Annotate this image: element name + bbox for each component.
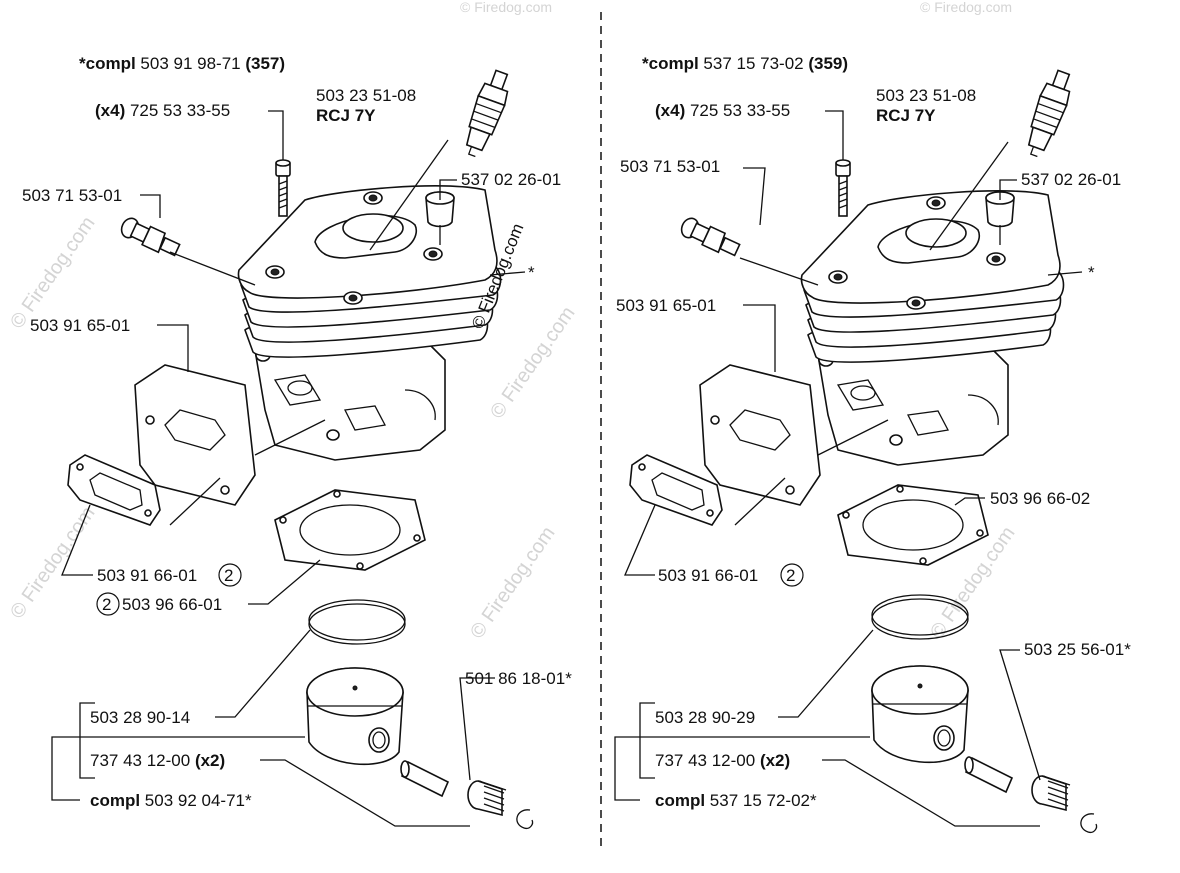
right-leader-piston (778, 629, 874, 718)
right-piston-label: 503 28 90-29 (655, 708, 755, 727)
left-plug-type: RCJ 7Y (316, 106, 376, 125)
left-leader-base-gasket (248, 559, 321, 605)
left-leader-valve-2 (169, 251, 256, 286)
left-bracket-outer (51, 736, 80, 801)
left-circle-badge (218, 563, 242, 587)
right-bracket-inner (639, 702, 655, 779)
right-leader-cap (999, 179, 1017, 200)
right-leader-valve-2 (739, 257, 819, 286)
left-valve-label: 503 71 53-01 (22, 186, 122, 205)
watermark-center-2: © Firedog.com (486, 303, 579, 423)
left-leader-small-gasket-2 (169, 477, 221, 526)
left-cylinder-drawing (237, 185, 502, 461)
right-leader-plug (929, 141, 1009, 251)
left-pin-drawing (400, 760, 449, 797)
right-leader-screw (825, 110, 844, 160)
right-cap-label: 537 02 26-01 (1021, 170, 1121, 189)
right-clip-drawing (1080, 813, 1098, 834)
left-circle-num: 2 (224, 566, 233, 585)
right-bearing-label: 503 25 56-01* (1024, 640, 1131, 659)
left-plug-number: 503 23 51-08 (316, 86, 416, 105)
right-leader-small-gasket-2 (734, 477, 786, 526)
left-base-gasket-drawing (274, 489, 426, 571)
left-leader-ring-2 (260, 759, 470, 827)
right-leader-plate-2 (817, 419, 889, 456)
right-circle-num: 2 (786, 566, 795, 585)
left-leader-small-gasket (61, 504, 93, 576)
right-leader-bearing (999, 649, 1041, 781)
left-circle-badge-2 (96, 592, 120, 616)
right-kit-label: compl 537 15 72-02* (655, 791, 817, 810)
right-plate-label: 503 91 65-01 (616, 296, 716, 315)
left-kit-label: compl 503 92 04-71* (90, 791, 252, 810)
right-leader-plate (743, 304, 776, 372)
left-panel: © Firedog.com *compl 503 91 98-71 (357) … (22, 54, 572, 830)
left-bracket-inner (79, 702, 95, 779)
right-panel: *compl 537 15 73-02 (359) (x4) 725 53 33… (614, 54, 1131, 834)
left-leader-plate (157, 324, 189, 372)
left-piston-drawing (306, 667, 404, 766)
right-leader-valve (743, 167, 766, 226)
left-leader-star (489, 271, 526, 276)
right-ring-label: 737 43 12-00 (x2) (655, 751, 790, 770)
watermark-center: © Firedog.com (466, 523, 559, 643)
right-circle-badge (780, 563, 804, 587)
right-piston-drawing (871, 665, 969, 764)
left-piston-label: 503 28 90-14 (90, 708, 190, 727)
right-screw-drawing (835, 159, 851, 217)
left-ring-label: 737 43 12-00 (x2) (90, 751, 225, 770)
right-sparkplug-drawing (1019, 66, 1078, 161)
right-bracket-outer (614, 736, 640, 801)
right-leader-small-gasket (624, 504, 656, 576)
left-screw-label: (x4) 725 53 33-55 (95, 101, 230, 120)
left-circle-num-2: 2 (102, 595, 111, 614)
left-base-gasket-label: 503 96 66-01 (122, 595, 222, 614)
left-leader-bearing (459, 677, 495, 781)
right-plug-type: RCJ 7Y (876, 106, 936, 125)
right-compl-label: *compl 537 15 73-02 (359) (642, 54, 848, 73)
right-plate-drawing (699, 364, 821, 506)
left-leader-plug (369, 139, 449, 251)
left-ring-drawing (308, 599, 406, 645)
right-leader-star (1047, 271, 1083, 276)
right-base-gasket-drawing (837, 484, 989, 566)
watermark-left-2: © Firedog.com (6, 503, 99, 623)
left-bearing-label: 501 86 18-01* (465, 669, 572, 688)
left-leader-valve (140, 194, 161, 218)
right-cylinder-drawing (800, 190, 1065, 466)
left-sparkplug-drawing (457, 66, 516, 161)
right-small-gasket-label: 503 91 66-01 (658, 566, 758, 585)
right-pin-drawing (964, 756, 1013, 793)
left-clip-drawing (516, 809, 534, 830)
watermark-top-right: © Firedog.com (920, 0, 1012, 15)
left-leader-piston (215, 629, 311, 718)
right-leader-base-gasket (954, 497, 985, 506)
watermark-top: © Firedog.com (460, 0, 552, 15)
left-bearing-drawing (467, 780, 507, 816)
left-compl-label: *compl 503 91 98-71 (357) (79, 54, 285, 73)
left-cap-label: 537 02 26-01 (461, 170, 561, 189)
right-valve-drawing (677, 214, 743, 260)
watermark-left: © Firedog.com (6, 213, 99, 333)
right-bearing-drawing (1031, 775, 1071, 811)
right-leader-ring-2 (822, 759, 1040, 827)
right-screw-label: (x4) 725 53 33-55 (655, 101, 790, 120)
left-screw-drawing (275, 159, 291, 217)
left-small-gasket-label: 503 91 66-01 (97, 566, 197, 585)
left-plate-label: 503 91 65-01 (30, 316, 130, 335)
right-valve-label: 503 71 53-01 (620, 157, 720, 176)
left-star-label: * (528, 263, 535, 282)
right-star-label: * (1088, 263, 1095, 282)
right-plug-number: 503 23 51-08 (876, 86, 976, 105)
left-leader-plate-2 (254, 419, 326, 456)
right-base-gasket-label: 503 96 66-02 (990, 489, 1090, 508)
left-leader-cap (439, 179, 457, 200)
left-leader-screw (268, 110, 284, 160)
